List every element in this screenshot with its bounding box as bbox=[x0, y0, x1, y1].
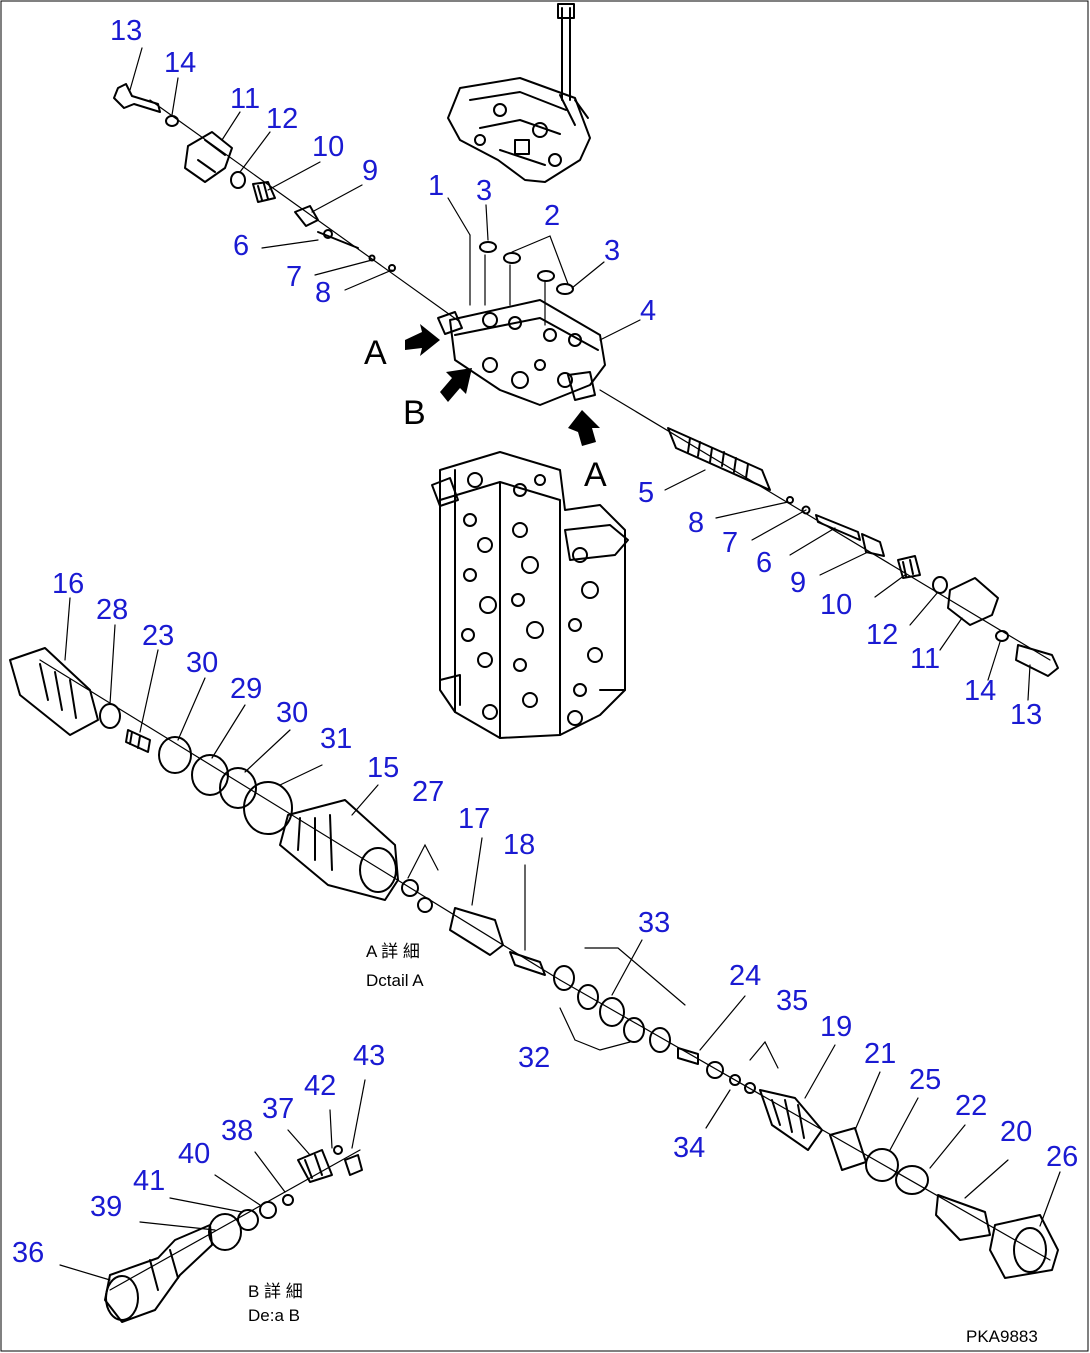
callout-16: 16 bbox=[52, 568, 84, 600]
callout-43: 43 bbox=[353, 1040, 385, 1072]
callout-1: 1 bbox=[428, 170, 444, 202]
callout-30-upper: 30 bbox=[186, 647, 218, 679]
callout-6-lower: 6 bbox=[756, 547, 772, 579]
callout-5: 5 bbox=[638, 477, 654, 509]
arrow-a-lower bbox=[568, 410, 600, 446]
view-marker-a-lower: A bbox=[584, 456, 607, 494]
callout-7-lower: 7 bbox=[722, 527, 738, 559]
callout-22: 22 bbox=[955, 1090, 987, 1122]
detail-a-caption-en: Dctail A bbox=[366, 971, 424, 990]
callout-3-left: 3 bbox=[476, 175, 492, 207]
callout-42: 42 bbox=[304, 1070, 336, 1102]
callout-26: 26 bbox=[1046, 1141, 1078, 1173]
callout-41: 41 bbox=[133, 1165, 165, 1197]
detail-b-caption-en: De:a B bbox=[248, 1306, 300, 1325]
callout-14-upper: 14 bbox=[164, 47, 196, 79]
valve-body-ports bbox=[461, 472, 603, 726]
callout-20: 20 bbox=[1000, 1116, 1032, 1148]
callout-32: 32 bbox=[518, 1042, 550, 1074]
drawing-code: PKA9883 bbox=[966, 1327, 1038, 1346]
valve-section-body bbox=[437, 234, 606, 406]
axis-detail-a-right bbox=[559, 979, 1051, 1261]
callout-6-upper: 6 bbox=[233, 230, 249, 262]
callout-10-upper: 10 bbox=[312, 131, 344, 163]
callout-31: 31 bbox=[320, 723, 352, 755]
callout-12-upper: 12 bbox=[266, 103, 298, 135]
callout-4: 4 bbox=[640, 295, 656, 327]
upper-valve-cover bbox=[447, 3, 591, 183]
axis-upper-left bbox=[149, 99, 461, 323]
callout-numbers: 13 14 11 12 10 9 6 7 8 1 3 2 3 4 5 8 7 6… bbox=[12, 15, 1078, 1269]
callout-29: 29 bbox=[230, 673, 262, 705]
callout-7-upper: 7 bbox=[286, 261, 302, 293]
callout-13-lower: 13 bbox=[1010, 699, 1042, 731]
view-marker-a-upper: A bbox=[364, 334, 387, 372]
callout-15: 15 bbox=[367, 752, 399, 784]
callout-35: 35 bbox=[776, 985, 808, 1017]
parts-detail-a-right bbox=[553, 965, 1059, 1279]
parts-detail-b bbox=[104, 1145, 363, 1323]
callout-13-upper: 13 bbox=[110, 15, 142, 47]
callout-33: 33 bbox=[638, 907, 670, 939]
view-marker-b: B bbox=[403, 394, 426, 432]
callout-8-lower: 8 bbox=[688, 507, 704, 539]
callout-19: 19 bbox=[820, 1011, 852, 1043]
callout-27: 27 bbox=[412, 776, 444, 808]
callout-12-lower: 12 bbox=[866, 619, 898, 651]
callout-30-lower: 30 bbox=[276, 697, 308, 729]
callout-11-upper: 11 bbox=[230, 83, 260, 115]
callout-14-lower: 14 bbox=[964, 675, 996, 707]
callout-21: 21 bbox=[864, 1038, 896, 1070]
callout-40: 40 bbox=[178, 1138, 210, 1170]
view-arrows bbox=[405, 324, 600, 446]
detail-b-caption-jp: B 詳 細 bbox=[248, 1282, 303, 1301]
callout-23: 23 bbox=[142, 620, 174, 652]
arrow-a-upper bbox=[405, 324, 440, 356]
callout-24: 24 bbox=[729, 960, 761, 992]
arrow-b bbox=[440, 368, 472, 402]
main-control-valve bbox=[431, 451, 629, 739]
detail-a-caption-jp: A 詳 細 bbox=[366, 942, 420, 961]
callout-34: 34 bbox=[673, 1132, 705, 1164]
callout-18: 18 bbox=[503, 829, 535, 861]
callout-37: 37 bbox=[262, 1093, 294, 1125]
callout-25: 25 bbox=[909, 1064, 941, 1096]
callout-36: 36 bbox=[12, 1237, 44, 1269]
leader-lines bbox=[59, 47, 1061, 1281]
callout-39: 39 bbox=[90, 1191, 122, 1223]
callout-17: 17 bbox=[458, 803, 490, 835]
callout-28: 28 bbox=[96, 594, 128, 626]
callout-2: 2 bbox=[544, 200, 560, 232]
callout-9-lower: 9 bbox=[790, 567, 806, 599]
callout-11-lower: 11 bbox=[910, 643, 940, 675]
callout-9-upper: 9 bbox=[362, 155, 378, 187]
callout-8-upper: 8 bbox=[315, 277, 331, 309]
parts-detail-a bbox=[9, 647, 546, 976]
callout-3-right: 3 bbox=[604, 235, 620, 267]
parts-right bbox=[667, 427, 1059, 677]
callout-38: 38 bbox=[221, 1115, 253, 1147]
callout-10-lower: 10 bbox=[820, 589, 852, 621]
